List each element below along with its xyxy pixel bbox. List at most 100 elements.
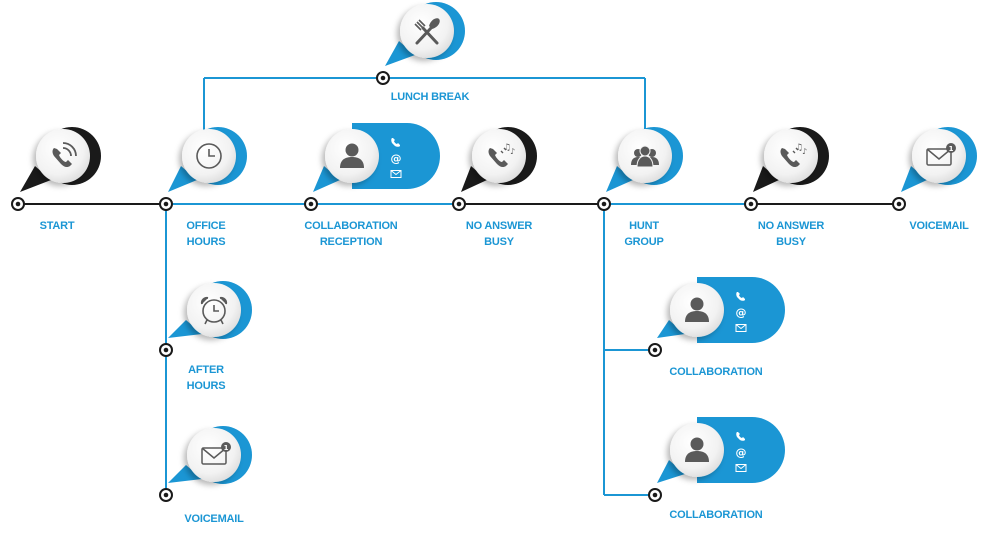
connector-nodes	[11, 71, 906, 502]
icon-bubble	[36, 129, 90, 183]
label-line: VOICEMAIL	[184, 513, 244, 525]
phone-music-icon: ♫♪	[488, 143, 515, 168]
label-line: LUNCH BREAK	[390, 91, 470, 103]
pointer-tail	[313, 166, 340, 192]
connector-node-core	[748, 201, 754, 207]
label-line: HUNT	[629, 220, 659, 232]
label-no-answer-busy-2: NO ANSWER BUSY	[721, 218, 861, 250]
label-line: HOURS	[186, 380, 226, 392]
connector-node-core	[163, 492, 169, 498]
icon-bubble	[764, 129, 818, 183]
connector-node-core	[652, 492, 658, 498]
badge-count: 1	[949, 145, 954, 153]
mail-icon	[390, 170, 402, 178]
label-line: NO ANSWER	[465, 220, 533, 232]
label-hunt-group: HUNT GROUP	[574, 218, 714, 250]
node-collaboration-reception[interactable]: @	[313, 123, 440, 192]
label-lunch-break: LUNCH BREAK	[360, 89, 500, 105]
label-line: BUSY	[776, 236, 806, 248]
node-voicemail-main[interactable]: 1	[901, 127, 977, 192]
node-lunch-break[interactable]	[385, 2, 465, 66]
connector-node-core	[163, 347, 169, 353]
phone-ringing-icon	[52, 142, 77, 168]
user-icon	[340, 143, 364, 168]
pointer-tail	[20, 166, 51, 192]
pointer-tail	[168, 465, 202, 483]
label-line: COLLABORATION	[669, 509, 763, 521]
user-icon	[685, 437, 709, 462]
node-hunt-group[interactable]	[606, 127, 683, 192]
svg-text:@: @	[736, 446, 747, 459]
node-office-hours[interactable]	[168, 127, 247, 192]
voicemail-icon	[926, 143, 956, 166]
phone-icon	[736, 432, 745, 441]
svg-text:♫: ♫	[795, 143, 803, 153]
at-icon: @	[736, 446, 747, 459]
node-start[interactable]	[20, 127, 101, 192]
at-icon: @	[736, 306, 747, 319]
svg-text:♫: ♫	[503, 143, 511, 153]
label-line: COLLABORATION	[304, 220, 398, 232]
node-no-answer-busy-1[interactable]: ♫♪	[461, 127, 537, 192]
channel-panel	[697, 417, 785, 483]
node-after-hours[interactable]	[168, 281, 252, 339]
mail-icon	[735, 324, 747, 332]
node-collaboration-1[interactable]: @	[657, 277, 785, 343]
channel-panel	[697, 277, 785, 343]
svg-text:@: @	[736, 306, 747, 319]
alarm-clock-icon	[200, 296, 228, 325]
voicemail-icon	[201, 442, 231, 465]
connector-node-core	[601, 201, 607, 207]
label-line: GROUP	[624, 236, 664, 248]
label-voicemail-main: VOICEMAIL	[869, 218, 1000, 234]
label-line: OFFICE	[186, 220, 226, 232]
node-icons: @♫♪♫♪11@@	[20, 2, 977, 484]
label-line: NO ANSWER	[757, 220, 825, 232]
connector-node-core	[15, 201, 21, 207]
channel-panel	[352, 123, 440, 189]
at-icon: @	[391, 152, 402, 165]
label-voicemail-after: VOICEMAIL	[144, 511, 284, 527]
svg-text:♪: ♪	[802, 147, 807, 156]
mail-icon	[735, 464, 747, 472]
group-icon	[631, 145, 659, 168]
pointer-tail	[168, 166, 197, 192]
pointer-tail	[901, 166, 927, 192]
pointer-tail	[606, 166, 633, 192]
pointer-tail	[657, 460, 685, 483]
connector-node-core	[652, 347, 658, 353]
svg-text:♪: ♪	[510, 147, 515, 156]
pointer-tail	[385, 41, 415, 66]
connector-node-core	[308, 201, 314, 207]
node-voicemail-after[interactable]: 1	[168, 426, 252, 484]
pointer-tail	[168, 320, 202, 338]
label-line: BUSY	[484, 236, 514, 248]
label-collaboration-1: COLLABORATION	[646, 364, 786, 380]
node-collaboration-2[interactable]: @	[657, 417, 785, 483]
label-line: AFTER	[188, 364, 224, 376]
node-no-answer-busy-2[interactable]: ♫♪	[753, 127, 829, 192]
label-collaboration-reception: COLLABORATION RECEPTION	[281, 218, 421, 250]
icon-bubble	[472, 129, 526, 183]
icon-bubble	[187, 428, 241, 482]
svg-text:@: @	[391, 152, 402, 165]
pointer-tail	[753, 166, 779, 192]
label-line: START	[39, 220, 75, 232]
connector-node-core	[380, 75, 386, 81]
user-icon	[685, 297, 709, 322]
clock-icon	[196, 143, 222, 169]
label-line: RECEPTION	[319, 236, 383, 248]
phone-music-icon: ♫♪	[780, 143, 807, 168]
phone-icon	[736, 292, 745, 301]
pointer-tail	[657, 320, 685, 338]
label-no-answer-busy-1: NO ANSWER BUSY	[429, 218, 569, 250]
connector-node-core	[456, 201, 462, 207]
label-line: VOICEMAIL	[909, 220, 969, 232]
icon-bubble	[912, 129, 966, 183]
label-after-hours: AFTER HOURS	[136, 362, 276, 394]
label-line: COLLABORATION	[669, 366, 763, 378]
phone-icon	[391, 138, 400, 147]
fork-knife-icon	[414, 18, 440, 45]
